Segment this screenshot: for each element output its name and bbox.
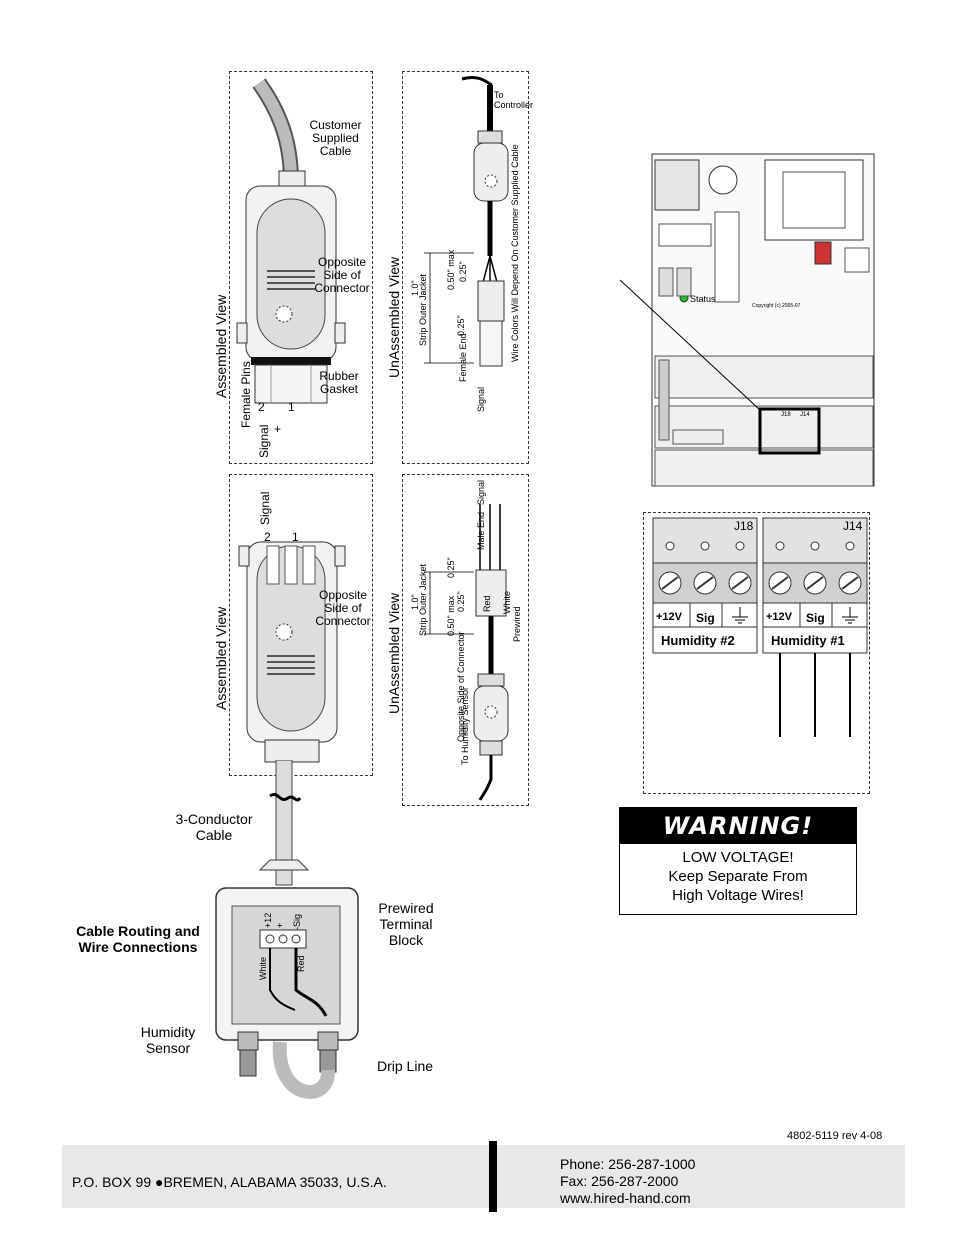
warning-line-3: High Voltage Wires! (672, 887, 804, 904)
label-opposite-side: Opposite Side of Connector (314, 255, 370, 295)
controller-board (619, 153, 875, 487)
label-wire-colors: Wire Colors Will Depend On Customer Supp… (510, 144, 520, 362)
label-opposite-side-bl: Opposite Side of Connector (315, 588, 371, 628)
label-pin-signal-1: Signal (257, 424, 271, 458)
label-white-br: White (502, 590, 512, 614)
unassembled-male-drawing (424, 504, 509, 801)
label-red-br: Red (482, 595, 492, 612)
warning-line-1: LOW VOLTAGE! (682, 849, 794, 866)
warning-title: WARNING! (620, 808, 856, 844)
label-to-humidity-sensor: To Humidity Sensor (460, 686, 470, 765)
label-assembled-view-2: Assembled View (213, 606, 229, 710)
label-red-enclosure: Red (296, 955, 306, 972)
label-signal-br: Signal (476, 479, 486, 505)
label-j14-plus12v: +12V (766, 611, 792, 623)
label-pin-2: 2 (258, 400, 265, 414)
label-dim-1-0-a: 1.0" (410, 280, 420, 296)
label-j18: J18 (734, 519, 754, 533)
label-humidity-2: Humidity #2 (661, 633, 735, 648)
footer-divider (489, 1141, 497, 1212)
label-term-plus12: +12 (263, 912, 273, 928)
label-term-plus: + (275, 922, 285, 928)
footer-phone: Phone: 256-287-1000 (560, 1156, 696, 1172)
label-prewired-br: Prewired (512, 606, 522, 642)
label-drip-line: Drip Line (377, 1058, 434, 1074)
label-cable-routing: Cable Routing and Wire Connections (76, 923, 200, 955)
assembled-female-drawing (236, 78, 346, 404)
label-rubber-gasket: Rubber Gasket (319, 369, 359, 396)
label-unassembled-view-1: UnAssembled View (386, 256, 402, 378)
assembled-male-drawing (238, 541, 346, 763)
warning-line-2: Keep Separate From (668, 868, 808, 885)
label-dim-050-b: 0.50" max (446, 595, 456, 636)
label-to-controller: To Controller (494, 90, 534, 110)
label-male-end: Male End (476, 511, 486, 550)
terminal-detail-frame (643, 512, 870, 794)
label-customer-cable: Customer Supplied Cable (309, 118, 362, 158)
panel-unassembled-male (402, 474, 529, 806)
label-signal-tr: Signal (476, 386, 486, 412)
footer-web: www.hired-hand.com (560, 1190, 691, 1206)
enclosure-drawing (215, 760, 359, 1099)
label-prewired-block: Prewired Terminal Block (378, 900, 434, 948)
footer: P.O. BOX 99 ●BREMEN, ALABAMA 35033, U.S.… (62, 1141, 905, 1212)
label-j18-sig: Sig (696, 611, 715, 625)
warning-box: WARNING! LOW VOLTAGE! Keep Separate From… (619, 807, 857, 915)
label-signal-bl: Signal (258, 491, 272, 525)
label-female-end: Female End (458, 333, 468, 382)
label-pin-1: 1 (288, 400, 295, 414)
label-humidity-sensor: Humidity Sensor (140, 1024, 196, 1056)
label-dim-025-c: 0.25" (446, 557, 456, 578)
label-dim-025-d: 0.25" (456, 591, 466, 612)
panel-assembled-male (229, 474, 373, 776)
label-humidity-1: Humidity #1 (771, 633, 845, 648)
label-bl-pin-2: 2 (264, 530, 271, 544)
label-bl-pin-1: 1 (292, 530, 299, 544)
label-pin-plus: + (274, 422, 282, 436)
label-dim-050-a: 0.50" max (446, 249, 456, 290)
unassembled-female-drawing (424, 76, 509, 367)
doc-number: 4802-5119 rev 4-08 (787, 1130, 883, 1142)
label-strip-jacket-2: Strip Outer Jacket (418, 563, 428, 636)
label-dim-025-a: 0.25" (458, 261, 468, 282)
label-j14: J14 (843, 519, 863, 533)
label-status-led: Status (690, 294, 716, 304)
label-assembled-view-1: Assembled View (213, 294, 229, 398)
footer-address: P.O. BOX 99 ●BREMEN, ALABAMA 35033, U.S.… (72, 1174, 387, 1190)
label-white-enclosure: White (258, 956, 268, 980)
terminal-blocks (652, 517, 868, 737)
label-three-conductor: 3-Conductor Cable (175, 811, 253, 843)
label-board-j14: J14 (800, 412, 810, 418)
label-j14-sig: Sig (806, 611, 825, 625)
label-unassembled-view-2: UnAssembled View (386, 592, 402, 714)
label-j18-plus12v: +12V (656, 611, 682, 623)
footer-fax: Fax: 256-287-2000 (560, 1173, 679, 1189)
panel-assembled-female (229, 71, 373, 464)
label-board-j18: J18 (781, 412, 791, 418)
label-board-copyright: Copyright (c) 2005-07 (752, 303, 801, 309)
label-term-sig: -Sig (292, 913, 302, 930)
panel-unassembled-female (402, 71, 529, 464)
label-female-pins: Female Pins (239, 361, 253, 428)
